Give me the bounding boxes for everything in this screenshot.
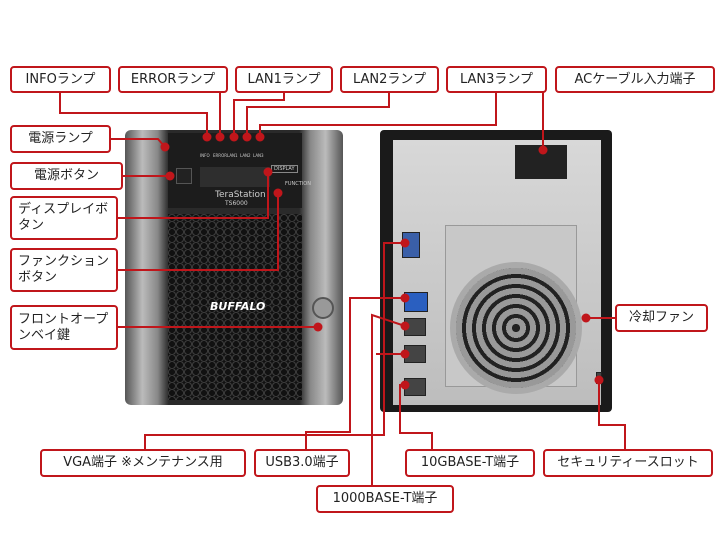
- label-lan3-lamp: LAN3ランプ: [446, 66, 547, 93]
- label-error-lamp: ERRORランプ: [118, 66, 228, 93]
- label-function-button: ファンクションボタン: [10, 248, 118, 292]
- label-info-lamp: INFOランプ: [10, 66, 111, 93]
- model-number: TS6000: [225, 200, 248, 207]
- label-lan1-lamp: LAN1ランプ: [235, 66, 333, 93]
- label-lan2-lamp: LAN2ランプ: [340, 66, 439, 93]
- display-button[interactable]: DISPLAY: [271, 165, 298, 173]
- led-label: LAN2: [240, 153, 251, 158]
- led-label: LAN3: [253, 153, 264, 158]
- model-name: TeraStation: [215, 190, 266, 200]
- cooling-fan: [450, 262, 582, 394]
- label-front-bay-key: フロントオープンベイ鍵: [10, 305, 118, 350]
- front-grill: [168, 214, 302, 400]
- label-display-button: ディスプレイボタン: [10, 196, 118, 240]
- label-vga-port: VGA端子 ※メンテナンス用: [40, 449, 246, 477]
- brand-logo: BUFFALO: [210, 300, 266, 313]
- label-1000base-port: 1000BASE-T端子: [316, 485, 454, 513]
- led-label: INFO: [200, 153, 210, 158]
- lcd-display: [200, 167, 270, 187]
- label-cooling-fan: 冷却ファン: [615, 304, 708, 332]
- label-10gbase-port: 10GBASE-T端子: [405, 449, 535, 477]
- label-power-lamp: 電源ランプ: [10, 125, 111, 153]
- label-usb-port: USB3.0端子: [254, 449, 350, 477]
- label-power-button: 電源ボタン: [10, 162, 123, 190]
- key-lock[interactable]: [312, 297, 334, 319]
- led-label: LAN1: [227, 153, 238, 158]
- led-label: ERROR: [213, 153, 228, 158]
- label-security-slot: セキュリティースロット: [543, 449, 713, 477]
- function-label: FUNCTION: [285, 181, 311, 187]
- label-ac-input: ACケーブル入力端子: [555, 66, 715, 93]
- power-button[interactable]: [176, 168, 192, 184]
